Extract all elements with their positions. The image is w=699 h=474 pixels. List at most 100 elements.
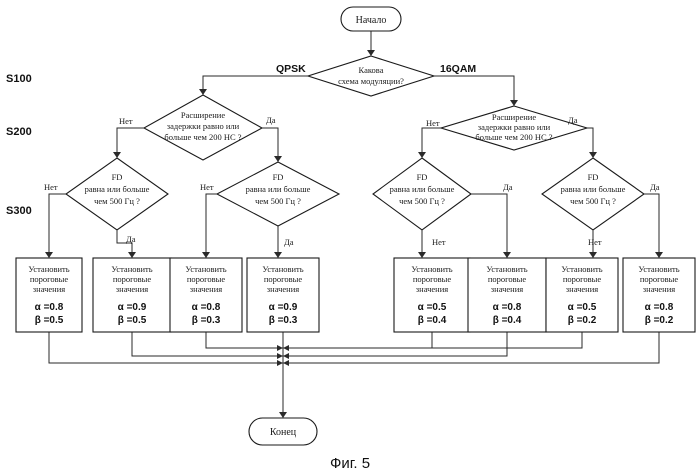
set-thresholds-line1: Установить xyxy=(262,264,303,274)
yes-label: Да xyxy=(126,234,136,244)
yes-label: Да xyxy=(568,115,578,125)
threshold-box-2: Установить пороговые значения α =0.9 β =… xyxy=(93,258,171,332)
step-s100-label: S100 xyxy=(6,73,32,85)
no-label: Нет xyxy=(44,182,58,192)
set-thresholds-line1: Установить xyxy=(185,264,226,274)
alpha-value: α =0.8 xyxy=(493,302,522,313)
fd-question-line3: чем 500 Гц ? xyxy=(399,196,445,206)
arrowhead xyxy=(283,360,289,366)
set-thresholds-line3: значения xyxy=(566,284,598,294)
delay-question-line2: задержки равно или xyxy=(478,122,551,132)
arrowhead xyxy=(589,152,597,158)
fd-question-line2: равна или больше xyxy=(390,184,455,194)
set-thresholds-line1: Установить xyxy=(111,264,152,274)
connector xyxy=(434,76,514,106)
no-label: Нет xyxy=(588,237,602,247)
16qam-branch-label: 16QAM xyxy=(440,63,476,75)
arrowhead xyxy=(510,100,518,106)
arrowhead xyxy=(283,345,289,351)
doppler-decision-3 xyxy=(373,158,471,230)
modulation-question-line1: Какова xyxy=(359,65,384,75)
figure-caption: Фиг. 5 xyxy=(330,455,370,472)
arrowhead xyxy=(274,252,282,258)
step-s300-label: S300 xyxy=(6,205,32,217)
arrowhead xyxy=(274,156,282,162)
no-label: Нет xyxy=(200,182,214,192)
alpha-value: α =0.8 xyxy=(645,302,674,313)
fd-question-line2: равна или больше xyxy=(246,184,311,194)
fd-question-line3: чем 500 Гц ? xyxy=(255,196,301,206)
beta-value: β =0.4 xyxy=(493,315,522,326)
set-thresholds-line3: значения xyxy=(491,284,523,294)
connector xyxy=(132,332,507,356)
no-label: Нет xyxy=(432,237,446,247)
arrowhead xyxy=(418,252,426,258)
delay-question-line3: больше чем 200 НС ? xyxy=(164,132,241,142)
modulation-question-line2: схема модуляции? xyxy=(338,76,404,86)
no-label: Нет xyxy=(119,116,133,126)
arrowhead xyxy=(199,89,207,95)
yes-label: Да xyxy=(266,115,276,125)
set-thresholds-line2: пороговые xyxy=(488,274,527,284)
fd-question-line3: чем 500 Гц ? xyxy=(570,196,616,206)
connector xyxy=(206,332,582,348)
connector xyxy=(49,194,66,258)
connector xyxy=(471,194,507,258)
arrowhead xyxy=(418,152,426,158)
arrowhead xyxy=(283,353,289,359)
set-thresholds-line2: пороговые xyxy=(640,274,679,284)
threshold-box-3: Установить пороговые значения α =0.8 β =… xyxy=(170,258,242,332)
doppler-decision-1 xyxy=(66,158,168,230)
connector xyxy=(644,194,659,258)
alpha-value: α =0.5 xyxy=(568,302,597,313)
set-thresholds-line1: Установить xyxy=(411,264,452,274)
set-thresholds-line3: значения xyxy=(190,284,222,294)
fd-question-line1: FD xyxy=(588,172,599,182)
delay-question-line3: больше чем 200 НС ? xyxy=(475,132,552,142)
arrowhead xyxy=(277,353,283,359)
fd-question-line1: FD xyxy=(417,172,428,182)
beta-value: β =0.3 xyxy=(269,315,298,326)
set-thresholds-line2: пороговые xyxy=(413,274,452,284)
set-thresholds-line3: значения xyxy=(33,284,65,294)
fd-question-line1: FD xyxy=(273,172,284,182)
alpha-value: α =0.5 xyxy=(418,302,447,313)
beta-value: β =0.5 xyxy=(35,315,64,326)
arrowhead xyxy=(277,345,283,351)
threshold-box-6: Установить пороговые значения α =0.8 β =… xyxy=(468,258,546,332)
fd-question-line2: равна или больше xyxy=(561,184,626,194)
beta-value: β =0.4 xyxy=(418,315,447,326)
beta-value: β =0.2 xyxy=(568,315,597,326)
yes-label: Да xyxy=(284,237,294,247)
arrowhead xyxy=(503,252,511,258)
arrowhead xyxy=(128,252,136,258)
set-thresholds-line2: пороговые xyxy=(113,274,152,284)
set-thresholds-line3: значения xyxy=(643,284,675,294)
yes-label: Да xyxy=(650,182,660,192)
set-thresholds-line2: пороговые xyxy=(187,274,226,284)
threshold-box-8: Установить пороговые значения α =0.8 β =… xyxy=(623,258,695,332)
set-thresholds-line3: значения xyxy=(267,284,299,294)
end-label: Конец xyxy=(270,427,297,438)
yes-label: Да xyxy=(503,182,513,192)
set-thresholds-line1: Установить xyxy=(28,264,69,274)
delay-question-line1: Расширение xyxy=(181,110,225,120)
connector xyxy=(117,128,144,158)
beta-value: β =0.3 xyxy=(192,315,221,326)
arrowhead xyxy=(113,152,121,158)
arrowhead xyxy=(279,412,287,418)
arrowhead xyxy=(45,252,53,258)
alpha-value: α =0.8 xyxy=(192,302,221,313)
fd-question-line1: FD xyxy=(112,172,123,182)
set-thresholds-line2: пороговые xyxy=(563,274,602,284)
beta-value: β =0.5 xyxy=(118,315,147,326)
arrowhead xyxy=(589,252,597,258)
threshold-box-4: Установить пороговые значения α =0.9 β =… xyxy=(247,258,319,332)
qpsk-branch-label: QPSK xyxy=(276,63,306,75)
alpha-value: α =0.9 xyxy=(269,302,298,313)
fd-question-line3: чем 500 Гц ? xyxy=(94,196,140,206)
no-label: Нет xyxy=(426,118,440,128)
delay-question-line1: Расширение xyxy=(492,112,536,122)
arrowhead xyxy=(202,252,210,258)
